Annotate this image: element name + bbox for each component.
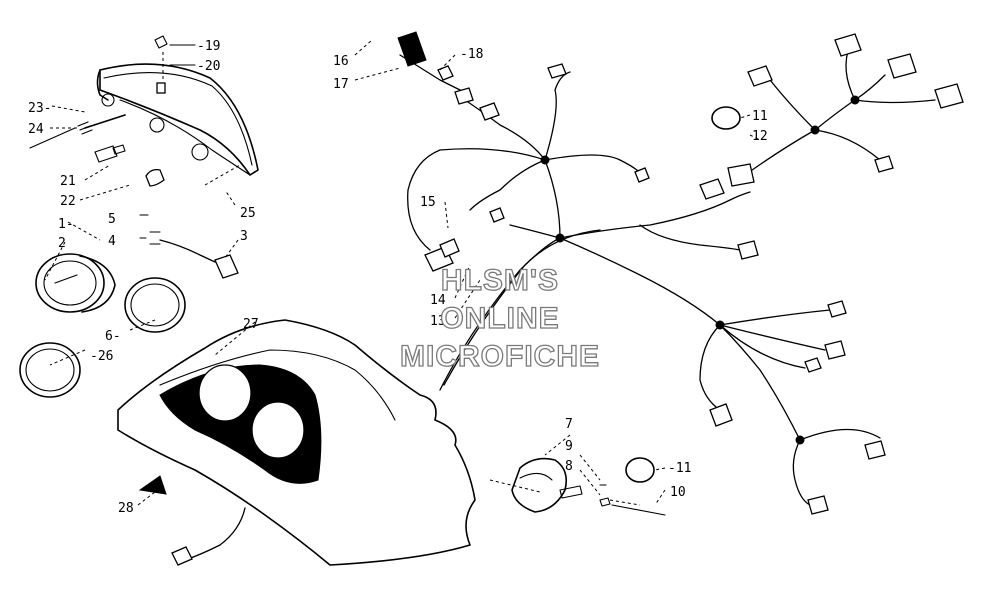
callout-23: 23-: [28, 101, 51, 116]
callout-26: -26: [90, 349, 113, 364]
callout-1: 1-: [58, 217, 74, 232]
callout-8: 8: [565, 459, 573, 474]
callout-4: 4: [108, 234, 116, 249]
callout-19: -19: [197, 39, 220, 54]
clamps-and-bracket: [489, 106, 741, 516]
callout-15: 15: [420, 195, 436, 210]
callout-9: 9: [565, 439, 573, 454]
headlight-assembly: [96, 35, 259, 176]
gauge-assembly: [19, 214, 239, 398]
callout-12: 12: [752, 129, 768, 144]
callout-14: 14: [430, 293, 446, 308]
callout-22: 22: [60, 194, 76, 209]
callout-3: 3: [240, 229, 248, 244]
callout-28: 28: [118, 501, 134, 516]
callout-27: 27: [243, 317, 259, 332]
callout-20: -20: [197, 59, 220, 74]
callout-2: 2: [58, 236, 66, 251]
callout-16: 16: [333, 54, 349, 69]
callout-5: 5: [108, 212, 116, 227]
callout-13: 13: [430, 314, 446, 329]
callout-17: 17: [333, 77, 349, 92]
callout-18: -18: [460, 47, 483, 62]
harness-connectors: [397, 31, 964, 515]
watermark: HLSM'S ONLINE MICROFICHE: [399, 263, 600, 373]
callout-21: 21: [60, 174, 76, 189]
watermark-line-1: HLSM'S: [441, 264, 559, 297]
wiring-harness: [399, 44, 936, 506]
callout-11-bottom: -11: [668, 461, 691, 476]
callout-24: 24: [28, 122, 44, 137]
callout-labels: -19 -20 23- 24 21 22 25 1- 2 5 4 3 6- -2…: [28, 39, 768, 516]
callout-6: 6-: [105, 329, 121, 344]
callout-7: 7: [565, 417, 573, 432]
callout-25: 25: [240, 206, 256, 221]
watermark-line-3: MICROFICHE: [400, 340, 600, 373]
callout-10: 10: [670, 485, 686, 500]
callout-11-top: 11: [752, 109, 768, 124]
leader-lines: [44, 39, 761, 506]
watermark-line-2: ONLINE: [440, 302, 559, 335]
bulb-parts: [29, 114, 241, 187]
dash-panel: [117, 319, 476, 566]
